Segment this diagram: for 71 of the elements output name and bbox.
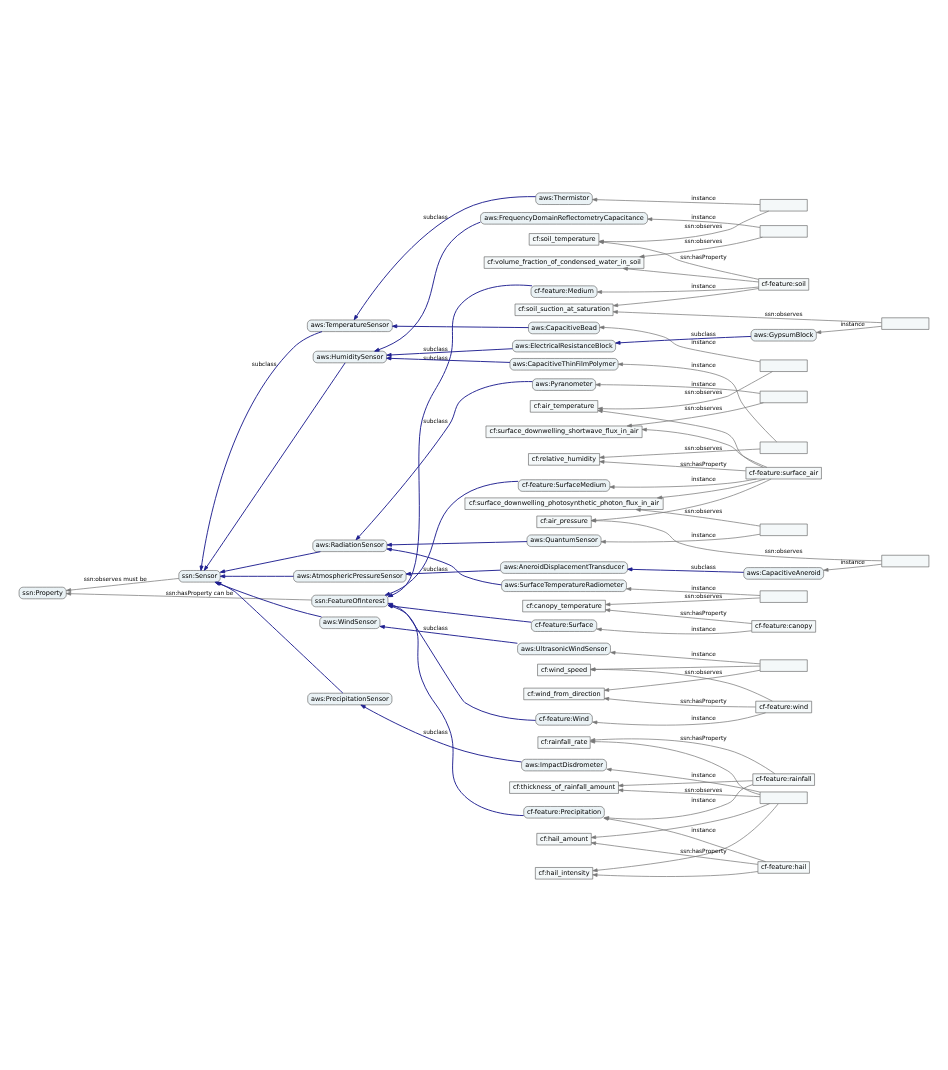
arrow xyxy=(387,283,533,597)
node-box xyxy=(759,790,808,803)
arrow xyxy=(199,330,323,570)
arrow xyxy=(599,459,747,471)
arrow xyxy=(66,590,312,600)
arrow xyxy=(386,347,513,356)
arrow xyxy=(592,802,779,872)
node-box xyxy=(759,198,808,211)
arrow xyxy=(596,285,759,293)
node-box xyxy=(759,589,808,602)
arrow xyxy=(610,649,761,664)
arrow xyxy=(618,779,753,787)
arrow xyxy=(627,566,745,572)
arrow xyxy=(595,381,761,393)
arrow xyxy=(597,408,764,467)
arrow xyxy=(615,334,752,344)
arrow xyxy=(374,220,481,351)
node-box xyxy=(881,553,930,567)
arrow xyxy=(203,361,346,570)
arrow xyxy=(604,696,756,707)
node-box xyxy=(759,358,808,371)
arrow xyxy=(599,447,761,459)
node-box xyxy=(759,440,808,453)
arrow xyxy=(391,323,529,328)
arrow xyxy=(622,266,759,282)
arrow xyxy=(590,666,773,701)
arrow xyxy=(384,479,519,595)
arrow xyxy=(599,324,761,362)
arrow xyxy=(592,196,761,204)
arrow xyxy=(219,550,321,573)
arrow xyxy=(592,711,766,725)
node-box xyxy=(759,389,808,403)
arrow xyxy=(405,568,501,575)
arrow xyxy=(641,426,768,467)
arrow xyxy=(639,235,763,258)
arrow xyxy=(613,287,759,307)
arrow xyxy=(600,532,761,543)
arrow xyxy=(647,216,761,227)
arrow xyxy=(597,370,773,410)
arrow xyxy=(626,401,764,427)
arrow xyxy=(617,361,778,442)
arrow xyxy=(609,477,757,488)
arrow xyxy=(360,703,522,762)
arrow xyxy=(386,540,528,546)
arrow xyxy=(657,477,766,499)
arrow xyxy=(635,507,761,526)
node-box xyxy=(759,658,808,671)
arrow xyxy=(591,802,770,839)
arrow xyxy=(816,324,882,334)
arrow xyxy=(355,380,533,540)
arrow xyxy=(626,586,761,595)
arrow xyxy=(606,766,761,792)
node-box xyxy=(759,224,808,237)
arrow xyxy=(592,870,759,876)
arrow xyxy=(596,626,752,634)
arrow xyxy=(823,562,882,571)
arrow xyxy=(386,355,511,362)
node-box xyxy=(759,522,808,535)
arrow xyxy=(604,668,761,691)
arrow xyxy=(590,840,759,864)
arrow xyxy=(618,787,761,797)
arrow xyxy=(386,546,502,585)
arrow xyxy=(605,596,761,606)
arrow xyxy=(612,309,882,323)
arrow xyxy=(66,577,180,591)
arrow xyxy=(219,573,294,578)
arrow xyxy=(379,623,518,643)
arrow xyxy=(353,195,537,320)
arrow xyxy=(605,607,753,623)
arrow xyxy=(590,664,761,671)
node-box xyxy=(881,316,930,329)
